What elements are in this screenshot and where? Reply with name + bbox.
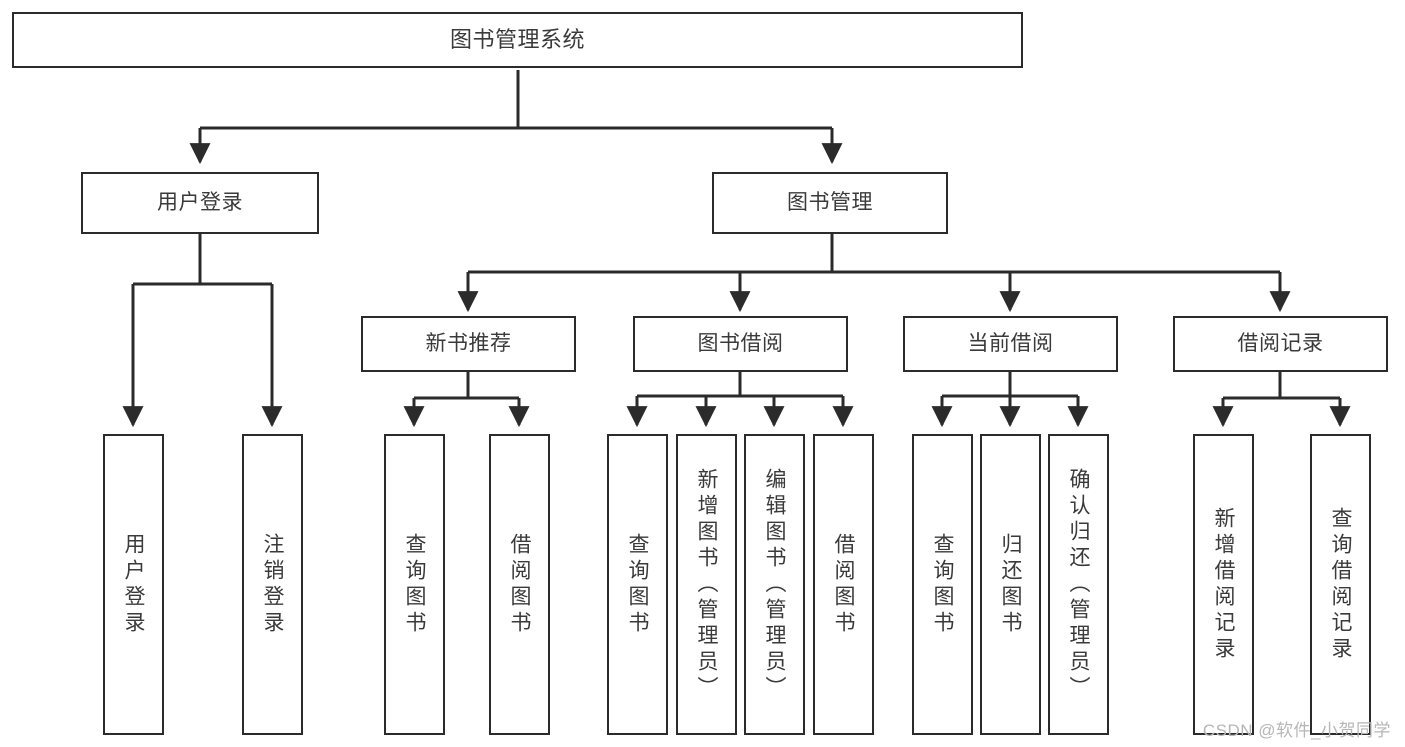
leaf-add-book-admin[interactable]: 新增图书（管理员）: [676, 434, 737, 735]
leaf-confirm-return-admin[interactable]: 确认归还（管理员）: [1048, 434, 1109, 735]
node-label: 查询图书: [626, 532, 650, 637]
node-label: 注销登录: [261, 532, 285, 637]
leaf-add-borrow-record[interactable]: 新增借阅记录: [1193, 434, 1254, 735]
leaf-query-book-newbook[interactable]: 查询图书: [384, 434, 445, 735]
node-label: 查询图书: [931, 532, 955, 637]
leaf-user-login[interactable]: 用户登录: [103, 434, 164, 735]
node-label: 用户登录: [157, 190, 243, 214]
node-label: 确认归还（管理员）: [1067, 467, 1091, 702]
node-label: 图书借阅: [697, 331, 784, 355]
node-new-book-recommendation[interactable]: 新书推荐: [361, 316, 576, 372]
node-root-book-management-system[interactable]: 图书管理系统: [12, 12, 1023, 68]
node-borrow-record[interactable]: 借阅记录: [1173, 316, 1388, 372]
node-book-management[interactable]: 图书管理: [712, 172, 948, 234]
node-label: 借阅图书: [508, 532, 532, 637]
leaf-query-book-borrow[interactable]: 查询图书: [607, 434, 668, 735]
node-current-borrow[interactable]: 当前借阅: [903, 316, 1118, 372]
node-user-login[interactable]: 用户登录: [81, 172, 319, 234]
node-label: 图书管理系统: [449, 27, 585, 53]
leaf-edit-book-admin[interactable]: 编辑图书（管理员）: [744, 434, 805, 735]
leaf-query-book-current[interactable]: 查询图书: [912, 434, 973, 735]
node-label: 编辑图书（管理员）: [763, 467, 787, 702]
leaf-logout[interactable]: 注销登录: [242, 434, 303, 735]
watermark-text: CSDN @软件_小贺同学: [1202, 721, 1391, 740]
node-label: 新增借阅记录: [1212, 506, 1236, 663]
node-label: 当前借阅: [967, 331, 1054, 355]
node-label: 图书管理: [787, 190, 873, 214]
node-label: 借阅图书: [832, 532, 856, 637]
node-label: 归还图书: [999, 532, 1023, 637]
leaf-borrow-book-borrow[interactable]: 借阅图书: [813, 434, 874, 735]
node-label: 借阅记录: [1237, 331, 1324, 355]
node-label: 用户登录: [122, 532, 146, 637]
node-label: 新书推荐: [425, 331, 512, 355]
node-label: 查询借阅记录: [1329, 506, 1353, 663]
leaf-return-book[interactable]: 归还图书: [980, 434, 1041, 735]
node-label: 查询图书: [403, 532, 427, 637]
node-book-borrow[interactable]: 图书借阅: [633, 316, 848, 372]
leaf-query-borrow-record[interactable]: 查询借阅记录: [1310, 434, 1371, 735]
node-label: 新增图书（管理员）: [695, 467, 719, 702]
leaf-borrow-book-newbook[interactable]: 借阅图书: [489, 434, 550, 735]
